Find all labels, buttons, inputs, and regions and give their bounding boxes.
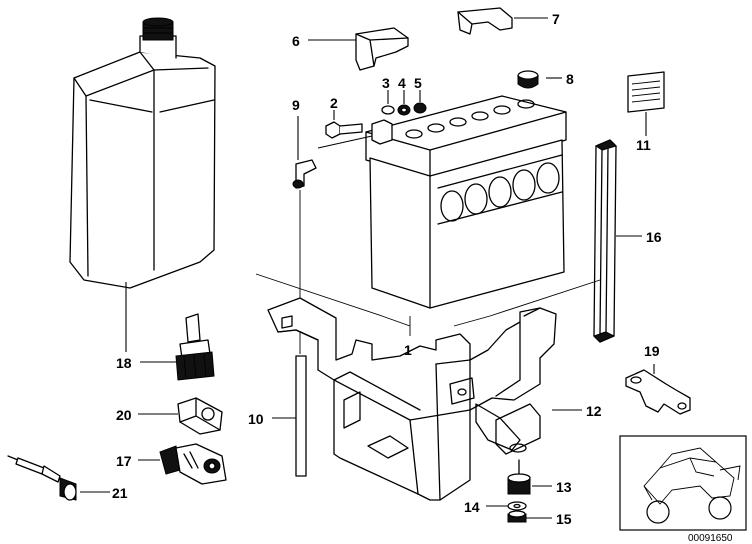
washer[interactable] [507, 501, 527, 511]
hydrometer[interactable] [7, 455, 77, 501]
label-14: 14 [464, 499, 480, 515]
label-5: 5 [414, 75, 422, 91]
label-15: 15 [556, 511, 572, 527]
terminal-cover[interactable] [355, 27, 409, 71]
warning-label[interactable] [627, 71, 665, 113]
label-11: 11 [636, 137, 651, 153]
hose-elbow[interactable] [292, 159, 317, 189]
vent-plug[interactable] [517, 70, 539, 89]
label-12: 12 [586, 403, 602, 419]
label-19: 19 [644, 343, 660, 359]
leader-lines [80, 17, 655, 519]
cover-cap[interactable] [457, 7, 513, 35]
label-6: 6 [292, 33, 300, 49]
label-2: 2 [330, 95, 338, 111]
label-16: 16 [646, 229, 662, 245]
battery[interactable] [365, 95, 567, 309]
nut[interactable] [507, 510, 527, 523]
hose-clip[interactable] [177, 397, 223, 435]
label-9: 9 [292, 97, 300, 113]
reference-lines [255, 135, 601, 336]
label-20: 20 [116, 407, 132, 423]
label-4: 4 [398, 75, 406, 91]
label-13: 13 [556, 479, 572, 495]
rubber-mount[interactable] [507, 459, 531, 495]
label-1: 1 [404, 342, 412, 358]
part-labels: 1 2 3 4 5 6 7 8 9 10 11 12 13 14 15 16 1… [112, 11, 662, 527]
drawing-number: 00091650 [688, 533, 733, 544]
label-7: 7 [552, 11, 560, 27]
battery-tray[interactable] [267, 297, 557, 501]
label-3: 3 [382, 75, 390, 91]
label-21: 21 [112, 485, 128, 501]
bolt[interactable] [325, 121, 363, 139]
label-8: 8 [566, 71, 574, 87]
filler-cap[interactable] [175, 313, 215, 381]
label-10: 10 [248, 411, 264, 427]
battery-strap[interactable] [593, 139, 617, 343]
label-18: 18 [116, 355, 132, 371]
washers[interactable] [381, 102, 427, 116]
acid-bottle[interactable] [69, 17, 216, 289]
vent-valve[interactable] [159, 443, 227, 485]
label-17: 17 [116, 453, 132, 469]
motorcycle-thumbnail [619, 435, 747, 531]
bracket[interactable] [625, 369, 691, 415]
